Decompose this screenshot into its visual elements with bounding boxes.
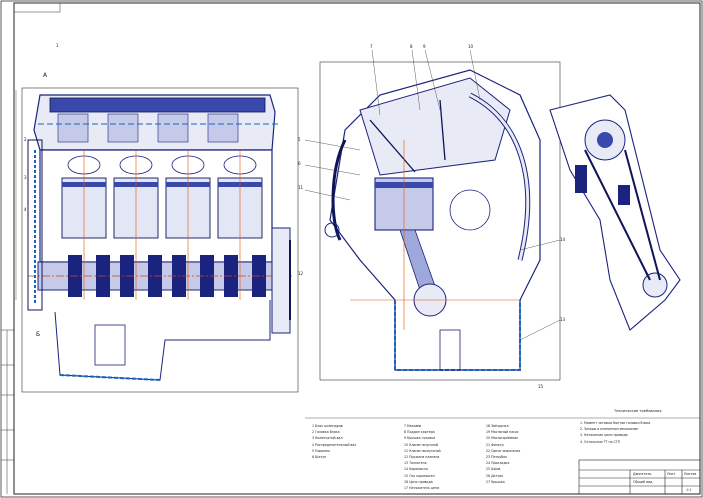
- title-block: [578, 459, 701, 495]
- legend-item: 8 Поддон картера: [404, 430, 435, 435]
- legend-item: 14 Коромысло: [404, 467, 428, 472]
- legend-item: 5 Поршень: [312, 448, 331, 453]
- callout-label: 9: [423, 44, 426, 49]
- legend-item: 25 Шкив: [486, 467, 501, 472]
- legend-item: 10 Клапан впускной: [404, 442, 439, 447]
- legend-item: 15 Ось коромысел: [404, 473, 435, 478]
- callout-label: 7: [370, 44, 373, 49]
- legend-column-3: 18 Звёздочка 19 Масляный насос 20 Маслоп…: [486, 423, 520, 485]
- note-item: 1. Момент затяжки болтов головки блока: [580, 421, 651, 425]
- legend-item: 23 Патрубок: [486, 454, 508, 459]
- title-block-subtitle: Общий вид: [633, 480, 653, 484]
- legend-item: 21 Фильтр: [486, 442, 504, 447]
- notes-title: Технические требования: [614, 409, 662, 413]
- legend-item: 1 Блок цилиндров: [312, 424, 343, 428]
- callout-label: 14: [560, 237, 566, 242]
- callout-label: 3: [24, 175, 27, 180]
- callout-label: 11: [298, 185, 304, 190]
- legend-item: 7 Маховик: [404, 424, 422, 428]
- legend-item: 26 Датчик: [486, 473, 504, 478]
- notes-list: 1. Момент затяжки болтов головки блока 2…: [580, 420, 650, 445]
- callout-label: 6: [298, 161, 301, 166]
- callout-label: 2: [24, 137, 27, 142]
- callout-label: 13: [560, 317, 566, 322]
- legend-item: 16 Цепь привода: [404, 479, 433, 484]
- legend-item: 22 Свеча зажигания: [486, 448, 521, 453]
- title-block-sheets: Листов: [684, 472, 697, 476]
- legend-column-2: 7 Маховик 8 Поддон картера 9 Крышка голо…: [404, 423, 441, 491]
- legend-item: 11 Клапан выпускной: [404, 448, 441, 453]
- legend-item: 24 Прокладка: [486, 461, 510, 466]
- legend-item: 20 Маслоприёмник: [486, 436, 519, 441]
- legend-item: 17 Натяжитель цепи: [404, 485, 440, 490]
- legend-item: 4 Распределительный вал: [312, 442, 357, 447]
- callout-label: 8: [410, 44, 413, 49]
- legend-item: 19 Масляный насос: [486, 430, 519, 435]
- legend-item: 27 Крышка: [486, 479, 505, 484]
- callout-label: 12: [298, 271, 304, 276]
- callout-label: 5: [298, 137, 301, 142]
- section-mark-b: Б: [36, 331, 41, 338]
- callout-label: 15: [538, 384, 544, 389]
- legend-item: 3 Коленчатый вал: [312, 436, 343, 441]
- callout-label: 10: [468, 44, 474, 49]
- legend-item: 9 Крышка головки: [404, 436, 436, 441]
- title-block-sheet: Лист: [667, 472, 676, 476]
- cross-section: [304, 49, 561, 381]
- section-mark-a: А: [43, 72, 48, 79]
- legend-item: 2 Головка блока: [312, 430, 340, 435]
- legend-item: 12 Пружина клапана: [404, 454, 440, 459]
- top-left-stamp: [13, 2, 61, 13]
- left-margin-stamp: [1, 329, 14, 494]
- callout-label: 1: [56, 43, 59, 48]
- inner-frame: [13, 2, 701, 495]
- note-item: 2. Зазоры в клапанном механизме: [580, 427, 639, 432]
- legend-item: 6 Шатун: [312, 454, 327, 459]
- legend-item: 13 Толкатель: [404, 461, 427, 466]
- title-block-title: Двигатель: [633, 472, 652, 476]
- legend-column-1: 1 Блок цилиндров 2 Головка блока 3 Колен…: [312, 423, 356, 460]
- callout-label: 4: [24, 207, 27, 212]
- timing-view: [549, 94, 681, 331]
- note-item: 3. Натяжение цепи привода: [580, 433, 628, 438]
- note-item: 4. Остальные ТТ по СТП: [580, 439, 621, 444]
- legend-item: 18 Звёздочка: [486, 424, 509, 428]
- crankshaft: [28, 255, 292, 297]
- title-block-scale: 1:1: [686, 488, 692, 492]
- longitudinal-section: [15, 87, 299, 393]
